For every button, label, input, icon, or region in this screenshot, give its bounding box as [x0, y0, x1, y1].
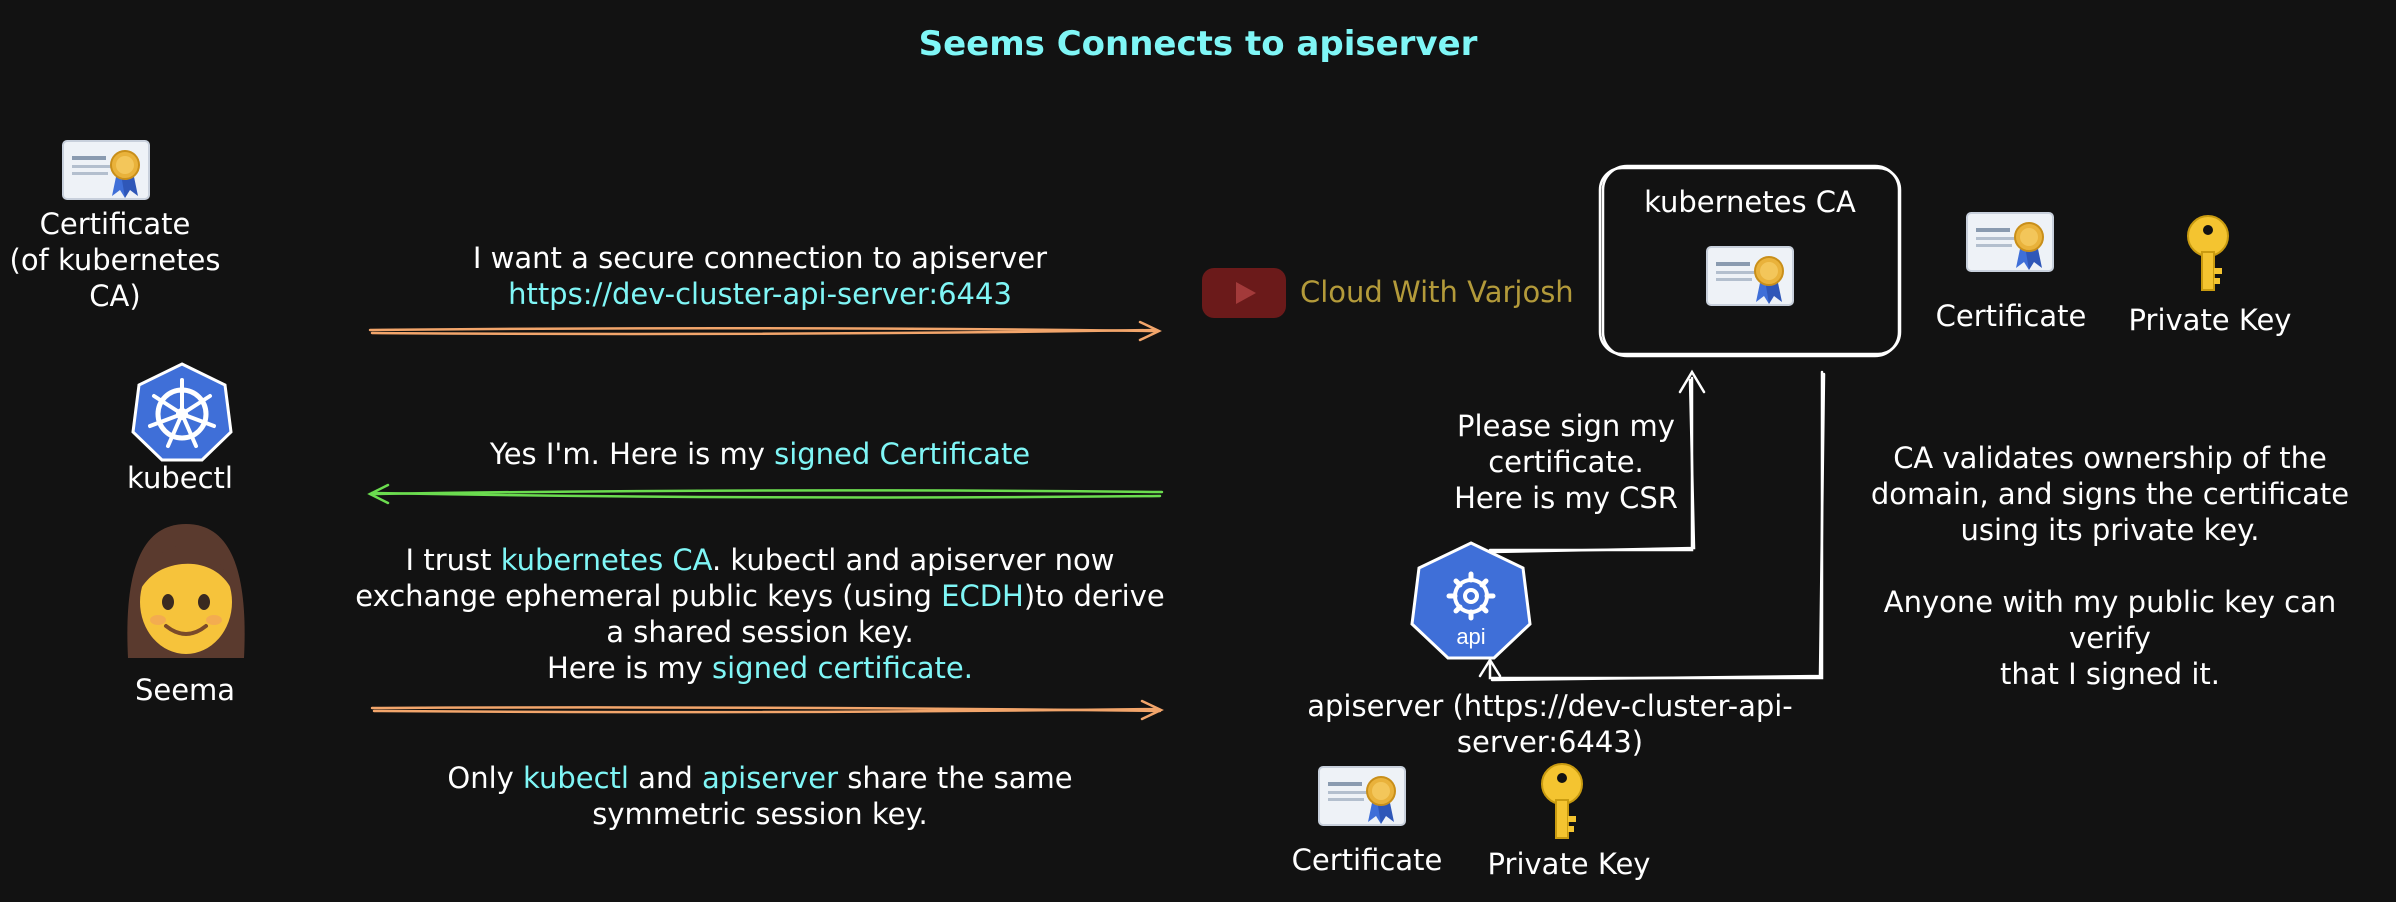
- key-icon: [2180, 214, 2236, 298]
- ca-box: [1598, 164, 1902, 358]
- certificate-icon: [1966, 210, 2056, 278]
- response-arrow: [367, 483, 1164, 505]
- session-text-2: and: [628, 761, 702, 795]
- ca-private-key-caption: Private Key: [2128, 303, 2292, 337]
- response-message-text: Yes I'm. Here is my: [489, 437, 775, 471]
- apiserver-label: apiserver (https://dev-cluster-api- serv…: [1307, 689, 1793, 759]
- diagram-title: Seems Connects to apiserver: [918, 24, 1478, 64]
- watermark-text: Cloud With Varjosh: [1300, 275, 1574, 309]
- trust-text-6: Here is my: [547, 651, 713, 685]
- apiserver-private-key-caption: Private Key: [1487, 847, 1651, 881]
- trust-message: I trust kubernetes CA. kubectl and apise…: [330, 542, 1190, 686]
- person-icon: [118, 518, 254, 664]
- signed-return-arrow: [1478, 370, 1826, 682]
- request-message: I want a secure connection to apiserver …: [330, 240, 1190, 312]
- trust-highlight-ecdh: ECDH: [941, 579, 1024, 613]
- seema-label: Seema: [134, 673, 236, 707]
- trust-text-1: I trust: [405, 543, 501, 577]
- apiserver-url: https://dev-cluster-api-server:6443: [508, 277, 1012, 311]
- apiserver-icon: api: [1408, 540, 1534, 666]
- request-arrow: [368, 320, 1162, 342]
- trust-text-3: exchange ephemeral public keys (using: [355, 579, 942, 613]
- youtube-icon: [1202, 268, 1286, 322]
- certificate-icon: [1706, 244, 1796, 312]
- apiserver-certificate-caption: Certificate: [1291, 843, 1443, 877]
- trust-text-4: )to derive: [1023, 579, 1165, 613]
- kubernetes-icon: [130, 362, 234, 466]
- ca-certificate-caption: Certificate: [1935, 299, 2087, 333]
- response-message: Yes I'm. Here is my signed Certificate: [330, 436, 1190, 472]
- trust-text-2: . kubectl and apiserver now: [712, 543, 1115, 577]
- apiserver-icon-text: api: [1456, 624, 1485, 649]
- certificate-icon: [1318, 764, 1408, 832]
- trust-highlight-ca: kubernetes CA: [500, 543, 712, 577]
- certificate-arrow: [370, 699, 1164, 721]
- session-text-4: symmetric session key.: [592, 797, 928, 831]
- request-message-text: I want a secure connection to apiserver: [472, 241, 1048, 275]
- session-highlight-apiserver: apiserver: [701, 761, 838, 795]
- kubectl-label: kubectl: [127, 461, 233, 495]
- ca-certificate-label: Certificate (of kubernetes CA): [9, 207, 221, 313]
- session-text-1: Only: [447, 761, 524, 795]
- csr-text: Please sign my certificate. Here is my C…: [1454, 409, 1678, 515]
- session-key-message: Only kubectl and apiserver share the sam…: [330, 760, 1190, 832]
- response-message-highlight: signed Certificate: [774, 437, 1031, 471]
- ca-title: kubernetes CA: [1644, 185, 1856, 219]
- csr-arrow: [1488, 369, 1706, 554]
- key-icon: [1534, 762, 1590, 846]
- certificate-icon: [62, 138, 152, 206]
- trust-highlight-cert: signed certificate.: [712, 651, 973, 685]
- trust-text-5: a shared session key.: [606, 615, 914, 649]
- ca-note: CA validates ownership of the domain, an…: [1870, 441, 2350, 691]
- session-text-3: share the same: [838, 761, 1073, 795]
- session-highlight-kubectl: kubectl: [523, 761, 629, 795]
